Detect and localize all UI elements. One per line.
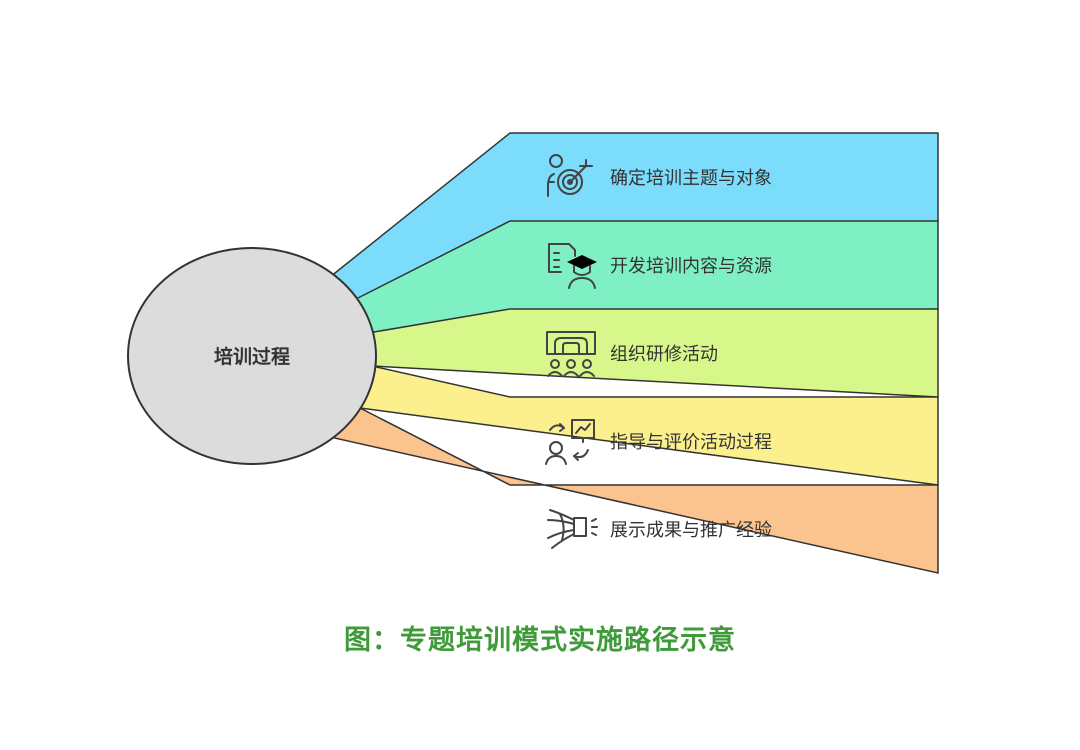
- group-workshop-icon: [546, 331, 596, 377]
- person-target-icon: [547, 154, 593, 197]
- step-label-5: 展示成果与推广经验: [610, 520, 772, 541]
- center-label: 培训过程: [214, 345, 290, 368]
- step-label-4: 指导与评价活动过程: [610, 432, 772, 453]
- figure-caption: 图：专题培训模式实施路径示意: [344, 625, 736, 656]
- mentor-presentation-icon: [545, 419, 595, 465]
- step-label-1: 确定培训主题与对象: [610, 168, 772, 189]
- megaphone-icon: [547, 509, 598, 549]
- step-label-3: 组织研修活动: [610, 344, 718, 365]
- document-graduate-icon: [548, 243, 597, 289]
- step-label-2: 开发培训内容与资源: [610, 256, 772, 277]
- center-circle: [127, 247, 377, 465]
